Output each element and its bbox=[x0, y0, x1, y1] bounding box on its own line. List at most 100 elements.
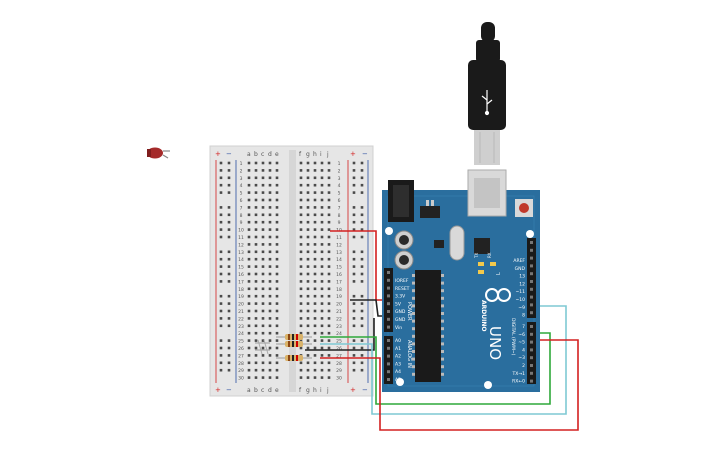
row-number: 17 bbox=[238, 279, 244, 285]
pin-label: GND bbox=[395, 309, 406, 315]
row-number: 1 bbox=[240, 161, 243, 167]
header-pin[interactable] bbox=[387, 310, 390, 313]
column-letter: i bbox=[320, 151, 322, 158]
pin-label: A0 bbox=[395, 338, 401, 344]
column-letter: g bbox=[306, 151, 310, 158]
header-pin[interactable] bbox=[387, 370, 390, 374]
header-pin[interactable] bbox=[530, 364, 533, 367]
breadboard-leds[interactable] bbox=[255, 339, 270, 355]
row-number: 2 bbox=[338, 168, 341, 174]
resistor-3[interactable] bbox=[276, 355, 312, 361]
header-pin[interactable] bbox=[530, 295, 533, 299]
header-pin[interactable] bbox=[530, 348, 533, 352]
header-pin[interactable] bbox=[530, 356, 533, 360]
row-number: 22 bbox=[336, 316, 342, 322]
pin-label: 7 bbox=[522, 324, 525, 330]
header-pin[interactable] bbox=[530, 272, 533, 276]
row-number: 16 bbox=[238, 272, 244, 278]
pin-label: ~10 bbox=[516, 297, 526, 303]
column-letter: b bbox=[254, 387, 258, 394]
reset-button[interactable] bbox=[515, 199, 533, 217]
header-pin[interactable] bbox=[530, 371, 533, 375]
label-power: POWER bbox=[406, 302, 412, 321]
row-number: 8 bbox=[240, 213, 243, 219]
header-pin[interactable] bbox=[530, 280, 533, 283]
rail-plus-left-bottom: + bbox=[215, 386, 221, 394]
header-pin[interactable] bbox=[530, 256, 533, 260]
resistor-1[interactable] bbox=[276, 334, 312, 340]
row-number: 14 bbox=[336, 257, 342, 263]
pin-label: GND bbox=[515, 266, 526, 272]
row-number: 19 bbox=[238, 294, 244, 300]
header-pin[interactable] bbox=[530, 379, 533, 383]
arduino-uno[interactable]: TX RX L ARDUINO UNO POWER ANALOG IN DIGI… bbox=[382, 169, 540, 392]
row-number: 9 bbox=[240, 220, 243, 226]
pin-label: 2 bbox=[522, 363, 525, 369]
row-number: 14 bbox=[238, 257, 244, 263]
column-letter: e bbox=[275, 151, 279, 158]
row-number: 28 bbox=[238, 361, 244, 367]
header-pin[interactable] bbox=[530, 303, 533, 307]
column-letter: e bbox=[275, 387, 279, 394]
pin-label: ~6 bbox=[518, 332, 525, 338]
row-number: 26 bbox=[238, 346, 244, 352]
header-pin[interactable] bbox=[530, 248, 533, 252]
row-number: 29 bbox=[238, 368, 244, 374]
label-l: L bbox=[496, 272, 502, 275]
pin-label: A4 bbox=[395, 369, 401, 375]
header-pin[interactable] bbox=[387, 278, 390, 282]
header-pin[interactable] bbox=[387, 325, 390, 329]
led-component[interactable] bbox=[147, 147, 170, 159]
pin-label: IOREF bbox=[395, 278, 409, 284]
column-letter: f bbox=[299, 151, 302, 158]
pin-label: ~11 bbox=[516, 289, 526, 295]
column-letter: f bbox=[299, 387, 302, 394]
arduino-model: UNO bbox=[486, 326, 504, 360]
header-pin[interactable] bbox=[387, 271, 390, 274]
label-analog-in: ANALOG IN bbox=[406, 340, 412, 368]
pin-label: 13 bbox=[519, 274, 525, 280]
row-number: 24 bbox=[238, 331, 244, 337]
column-letter: j bbox=[326, 387, 329, 394]
row-number: 28 bbox=[336, 361, 342, 367]
header-pin[interactable] bbox=[387, 339, 390, 342]
row-number: 12 bbox=[238, 242, 244, 248]
resistor-2[interactable] bbox=[276, 341, 312, 347]
header-pin[interactable] bbox=[530, 264, 533, 268]
arduino-brand: ARDUINO bbox=[480, 300, 487, 331]
header-pin[interactable] bbox=[387, 317, 390, 321]
row-number: 13 bbox=[336, 250, 342, 256]
column-letter: h bbox=[313, 151, 317, 158]
header-pin[interactable] bbox=[530, 287, 533, 291]
column-letter: d bbox=[268, 151, 272, 158]
row-number: 30 bbox=[336, 376, 342, 382]
header-pin[interactable] bbox=[530, 340, 533, 344]
header-pin[interactable] bbox=[387, 362, 390, 366]
row-number: 20 bbox=[238, 302, 244, 308]
header-pin[interactable] bbox=[387, 354, 390, 358]
row-number: 19 bbox=[336, 294, 342, 300]
usb-cable[interactable] bbox=[468, 22, 506, 165]
column-letter: c bbox=[261, 151, 264, 158]
rail-minus-left-bottom: − bbox=[226, 386, 232, 394]
row-number: 7 bbox=[338, 205, 341, 211]
header-pin[interactable] bbox=[530, 332, 533, 336]
header-pin[interactable] bbox=[387, 346, 390, 350]
header-pin[interactable] bbox=[387, 378, 390, 381]
header-pin[interactable] bbox=[387, 294, 390, 298]
header-pin[interactable] bbox=[530, 325, 533, 328]
row-number: 4 bbox=[338, 183, 341, 189]
header-pin[interactable] bbox=[530, 241, 533, 244]
row-number: 5 bbox=[240, 191, 243, 197]
row-number: 1 bbox=[338, 161, 341, 167]
header-pin[interactable] bbox=[530, 311, 533, 315]
pin-label: 8 bbox=[522, 313, 525, 319]
header-pin[interactable] bbox=[387, 286, 390, 290]
column-letter: b bbox=[254, 151, 258, 158]
header-pin[interactable] bbox=[387, 302, 390, 306]
label-tx: TX bbox=[474, 253, 479, 259]
row-number: 17 bbox=[336, 279, 342, 285]
row-number: 23 bbox=[336, 324, 342, 330]
